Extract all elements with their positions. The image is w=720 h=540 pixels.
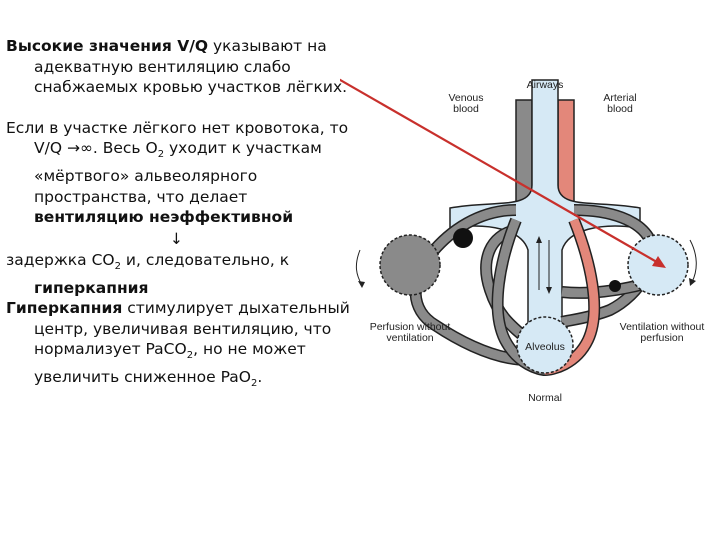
label-normal: Normal bbox=[528, 392, 562, 404]
vessel-obstruction-dot bbox=[609, 280, 621, 292]
label-arterial-blood: Arterial blood bbox=[603, 92, 637, 115]
high-vq-heading: Высокие значения V/Q bbox=[6, 37, 209, 55]
hypercapnia-heading: Гиперкапния bbox=[6, 299, 123, 318]
o2-subscript: 2 bbox=[157, 149, 165, 161]
alveolus-normal bbox=[516, 316, 574, 374]
alveolus-left bbox=[379, 234, 441, 296]
no-flow-text-b: Весь O bbox=[102, 139, 158, 158]
high-vq-text: указывают на адекватную вентиляцию слабо… bbox=[34, 37, 348, 97]
label-perfusion-without-ventilation: Perfusion without ventilation bbox=[369, 321, 451, 344]
co2-text-b: и, следовательно, к bbox=[120, 250, 290, 269]
explanation-text: Высокие значения V/Q указывают на адеква… bbox=[6, 36, 358, 395]
flow-arrowhead-left bbox=[358, 281, 365, 288]
label-alveolus: Alveolus bbox=[525, 341, 565, 353]
paragraph-high-vq: Высокие значения V/Q указывают на адеква… bbox=[6, 36, 358, 98]
airway-obstruction-dot bbox=[453, 228, 473, 248]
paco2-subscript: 2 bbox=[186, 350, 194, 362]
right-vessel-2-inner bbox=[561, 280, 642, 298]
label-ventilation-without-perfusion: Ventilation without perfusion bbox=[619, 321, 705, 344]
exchange-arrowhead-up bbox=[536, 236, 542, 243]
label-airways: Airways bbox=[526, 79, 564, 91]
paragraph-co2-retention: задержка СО2 и, следовательно, к гиперка… bbox=[6, 250, 358, 298]
co2-text-a: задержка СО bbox=[6, 250, 115, 269]
ineffective-ventilation: вентиляцию неэффективной bbox=[34, 208, 294, 227]
vq-diagram: Airways Venous blood Arterial blood Perf… bbox=[340, 60, 720, 420]
flow-arrowhead-right bbox=[689, 278, 696, 286]
annotation-arrowhead bbox=[652, 256, 666, 268]
down-arrow: ↓ bbox=[170, 229, 183, 248]
paragraph-hypercapnia: Гиперкапния стимулирует дыхательный цент… bbox=[6, 298, 358, 395]
vq-diagram-svg bbox=[340, 78, 697, 376]
flow-arrow-right bbox=[689, 239, 697, 283]
left-vessel-2-inner bbox=[481, 225, 531, 344]
infinity-arrow: →∞. bbox=[62, 139, 103, 158]
hypercapnia-text-a: стимулирует дыхательный центр, увеличива… bbox=[34, 299, 350, 359]
hypercapnia-text-b: , но не может увеличить сниженное PaO bbox=[34, 340, 306, 386]
hypercapnia-term: гиперкапния bbox=[34, 278, 149, 297]
no-flow-text-a: Если в участке лёгкого нет кровотока, то… bbox=[6, 118, 349, 158]
annotation-arrow-line bbox=[340, 78, 663, 266]
label-venous-blood: Venous blood bbox=[448, 92, 484, 115]
no-flow-text-c: уходит к участкам «мёртвого» альвеолярно… bbox=[34, 139, 322, 206]
paragraph-no-blood-flow: Если в участке лёгкого нет кровотока, то… bbox=[6, 118, 358, 228]
co2-subscript: 2 bbox=[114, 260, 121, 272]
pao2-subscript: 2 bbox=[250, 378, 258, 390]
flow-arrow-left bbox=[355, 249, 363, 286]
hypercapnia-text-c: . bbox=[257, 368, 263, 386]
exchange-arrowhead-down bbox=[546, 287, 552, 294]
